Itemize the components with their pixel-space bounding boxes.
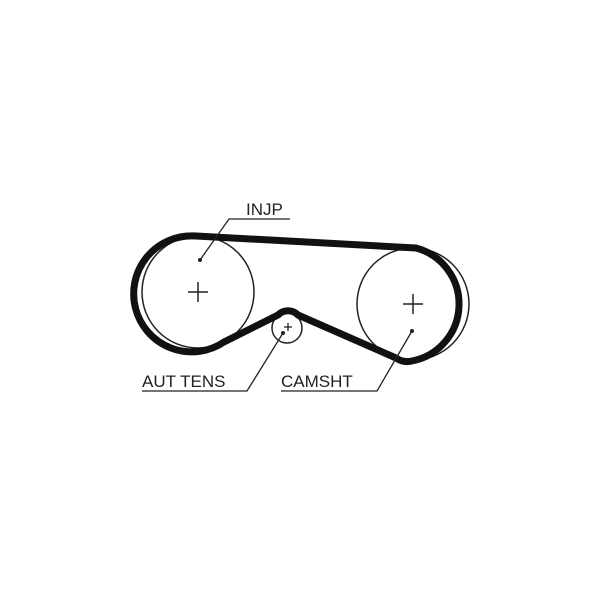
injp-leader-dot xyxy=(198,258,202,262)
camsht-leader-line xyxy=(281,330,413,392)
camsht-label: CAMSHT xyxy=(281,372,353,391)
aut-tens-label: AUT TENS xyxy=(142,372,225,391)
injp-leader-line xyxy=(199,218,290,261)
injection-pump-center-mark xyxy=(188,282,208,302)
aut-tens-leader-line xyxy=(142,332,284,392)
injp-label: INJP xyxy=(246,200,283,219)
timing-belt xyxy=(130,232,463,365)
camsht-leader-dot xyxy=(410,329,414,333)
tensioner-center-mark xyxy=(284,323,292,331)
camshaft-center-mark xyxy=(403,294,423,314)
aut-tens-leader-dot xyxy=(281,331,285,335)
